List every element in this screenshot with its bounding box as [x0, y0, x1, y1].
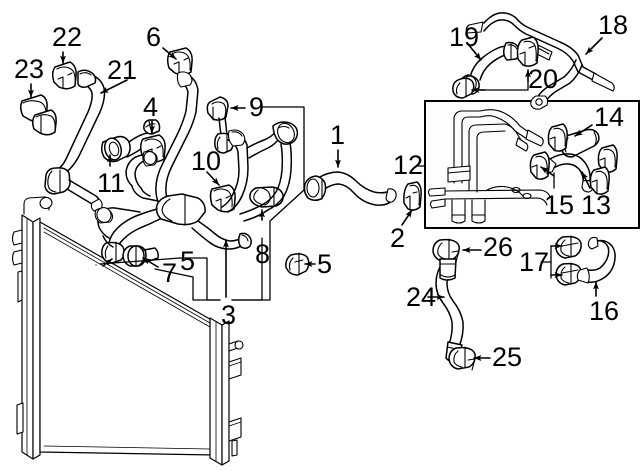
- callout-11: 11: [97, 168, 126, 198]
- callout-25: 25: [492, 342, 523, 372]
- callout-21: 21: [107, 55, 138, 85]
- part-22-hose-clamp: [51, 61, 77, 90]
- callout-5b: 5: [317, 249, 333, 279]
- leader-9-bracket: [231, 106, 305, 301]
- box-clamp-c: [589, 166, 610, 195]
- leader-13: [581, 171, 591, 189]
- part-7-radiator-drain-plug: [122, 245, 159, 267]
- radiator-core: [11, 196, 244, 466]
- leader-18: [585, 37, 603, 55]
- part-5b-hose-clamp: [285, 252, 310, 276]
- leader-5-line: [99, 257, 181, 265]
- callout-8: 8: [255, 239, 271, 269]
- callout-16: 16: [589, 296, 620, 326]
- part-8-hose-retaining-clip: [249, 186, 284, 208]
- leader-15: [540, 166, 555, 177]
- callout-24: 24: [406, 282, 437, 312]
- leader-14: [574, 124, 593, 137]
- callout-19: 19: [449, 22, 480, 52]
- leader-7: [142, 257, 159, 268]
- callout-leaders: [28, 37, 603, 361]
- callout-12: 12: [393, 150, 424, 180]
- part-17-hose-clamp-pair: [555, 235, 582, 286]
- callout-17: 17: [519, 247, 550, 277]
- part-20-clamp-target: [452, 77, 475, 99]
- callout-6: 6: [146, 22, 162, 52]
- part-3-hose-assembly: [94, 71, 299, 264]
- part-23-hose-connector: [19, 94, 57, 136]
- part-16-bypass-hose: [576, 236, 616, 284]
- callout-26: 26: [483, 232, 514, 262]
- part-18-coolant-pipe: [465, 12, 615, 110]
- callout-7: 7: [162, 258, 178, 288]
- part-26-hose-clamp: [432, 238, 460, 263]
- box-clamp-b: [597, 144, 618, 173]
- leader-21: [100, 79, 128, 94]
- callout-2: 2: [390, 223, 406, 253]
- leader-5: [102, 258, 113, 267]
- part-20-hose-clamp: [516, 36, 539, 67]
- leader-6: [162, 47, 177, 60]
- leader-2: [401, 209, 413, 226]
- callout-20: 20: [528, 64, 559, 94]
- part-1-upper-radiator-hose: [303, 171, 397, 206]
- part-6-hose-clamp: [166, 47, 193, 76]
- callout-22: 22: [52, 22, 83, 52]
- leader-10: [206, 171, 220, 186]
- callout-10: 10: [191, 146, 222, 176]
- callout-15: 15: [544, 190, 575, 220]
- callout-18: 18: [598, 10, 629, 40]
- part-21-heater-hose: [44, 69, 106, 212]
- part-15-hose-clamp: [529, 151, 550, 180]
- leader-8-bracket: [231, 237, 263, 301]
- callout-4: 4: [143, 92, 159, 122]
- callout-5: 5: [180, 246, 196, 276]
- part-10-hose-clamp: [209, 184, 236, 213]
- part-2-hose-clamp: [403, 181, 422, 211]
- callout-13: 13: [581, 190, 612, 220]
- leader-20-line: [480, 82, 529, 91]
- part-17-clamp-upper: [555, 235, 582, 259]
- callout-1: 1: [330, 120, 346, 150]
- part-25-hose-clamp: [448, 346, 476, 371]
- callout-23: 23: [14, 54, 45, 84]
- box-clamp-a: [547, 123, 568, 152]
- part-9-hose-bracket: [206, 96, 235, 154]
- callout-3: 3: [221, 300, 237, 330]
- part-17-clamp-lower: [555, 262, 582, 286]
- callout-14: 14: [594, 102, 625, 132]
- callout-9: 9: [249, 92, 265, 122]
- leader-19: [467, 43, 482, 61]
- leader-7-bracket: [154, 268, 221, 301]
- part-24-water-hose: [435, 258, 464, 363]
